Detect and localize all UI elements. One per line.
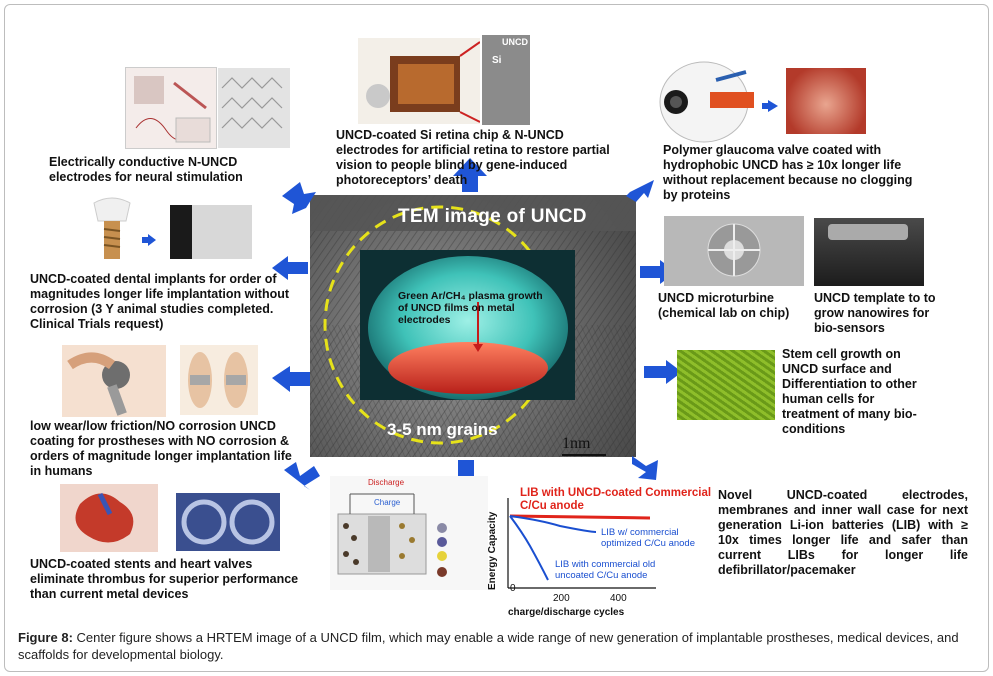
figure-caption: Figure 8: Center figure shows a HRTEM im… (18, 629, 968, 663)
stents-label: UNCD-coated stents and heart valves elim… (30, 557, 299, 601)
neural-label: Electrically conductive N-UNCD electrode… (49, 155, 243, 184)
prostheses-label: low wear/low friction/NO corrosion UNCD … (30, 419, 292, 478)
retina-chip-image (358, 38, 480, 124)
tem-grains-label: 3-5 nm grains (387, 420, 498, 439)
retina-inset-top-label: UNCD (502, 37, 528, 47)
battery-label: Novel UNCD-coated electrodes, membranes … (718, 488, 968, 577)
legend-old-uncoated: LIB with commercial old uncoated C/Cu an… (555, 559, 656, 581)
legend-optimized: LIB w/ commercial optimized C/Cu anode (601, 527, 695, 549)
battery-capacity-plot (507, 498, 656, 589)
hip-prosthesis-image (62, 345, 166, 417)
series-old-uncoated (509, 515, 549, 581)
heart-valve-image (176, 493, 280, 551)
template-label: UNCD template to to grow nanowires for b… (814, 291, 936, 335)
neural-electrode-image (218, 68, 290, 148)
dental-label: UNCD-coated dental implants for order of… (30, 272, 290, 331)
plasma-inset-image (360, 250, 575, 400)
tem-scale-label: 1nm (562, 435, 606, 456)
dental-sem-image (170, 205, 252, 259)
plot-y-label: Energy Capacity (487, 511, 498, 590)
discharge-label: Discharge (368, 478, 405, 487)
tem-image (310, 195, 636, 457)
eye-image (656, 58, 760, 146)
heart-image (60, 484, 158, 552)
tem-scale-text: 1nm (562, 435, 591, 452)
tem-scale-bar (562, 454, 606, 456)
caption-text: Center figure shows a HRTEM image of a U… (18, 630, 959, 662)
caption-label: Figure 8: (18, 630, 73, 645)
glaucoma-valve-image (786, 68, 866, 134)
plot-x-label: charge/discharge cycles (508, 607, 625, 618)
retina-inset-bottom-label: Si (492, 55, 502, 66)
retina-sem-image: UNCD Si (482, 35, 530, 125)
tem-title: TEM image of UNCD (398, 206, 587, 227)
series-uncd-coated (509, 514, 651, 520)
microturbine-label: UNCD microturbine (chemical lab on chip) (658, 291, 790, 320)
tick-200: 200 (553, 593, 570, 604)
stem-cell-image (677, 350, 775, 420)
charge-label: Charge (374, 498, 401, 507)
microturbine-image (664, 216, 804, 286)
stemcell-label: Stem cell growth on UNCD surface and Dif… (782, 347, 917, 436)
glaucoma-label: Polymer glaucoma valve coated with hydro… (663, 143, 913, 202)
dental-implant-image (88, 193, 136, 263)
plasma-inset-caption: Green Ar/CH₄ plasma growth of UNCD films… (398, 290, 543, 326)
tick-0: 0 (510, 583, 516, 594)
neural-chart-image (125, 67, 217, 149)
knee-prosthesis-image (180, 345, 258, 415)
retina-label: UNCD-coated Si retina chip & N-UNCD elec… (336, 128, 610, 187)
nanowire-template-image (814, 218, 924, 286)
battery-schematic-image: Discharge Charge (330, 476, 488, 590)
tick-400: 400 (610, 593, 627, 604)
legend-uncd-coated: LIB with UNCD-coated Commercial C/Cu ano… (520, 487, 712, 512)
series-optimized (509, 515, 597, 533)
